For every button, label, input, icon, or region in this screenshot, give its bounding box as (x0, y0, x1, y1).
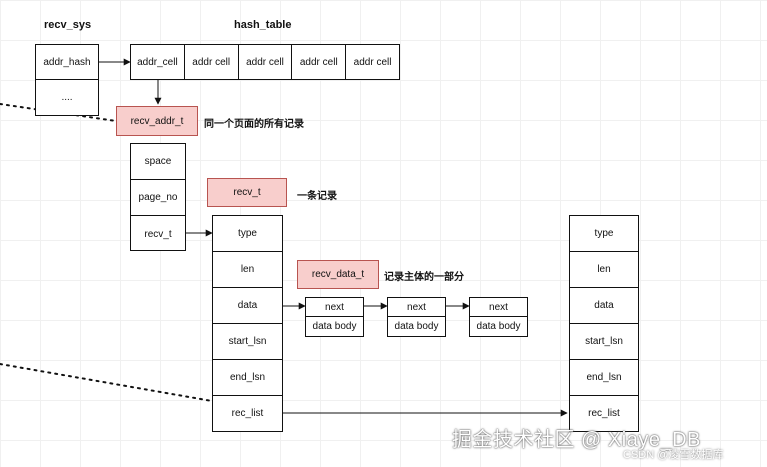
recv-sys-title: recv_sys (44, 19, 92, 31)
space-field: space (131, 144, 185, 180)
hash-table-cell: addr cell (185, 45, 239, 79)
data-body-field: data body (312, 321, 357, 332)
data-body-block: next data body (387, 297, 446, 337)
recv-t-struct: type len data start_lsn end_lsn rec_list (212, 215, 283, 432)
hash-table-cell: addr_cell (131, 45, 185, 79)
len-field: len (570, 252, 638, 288)
rec-list-field: rec_list (588, 408, 620, 419)
hash-table-cell: addr cell (353, 56, 392, 68)
recv-sys-struct: addr_hash .... (35, 44, 99, 116)
next-field: next (388, 298, 445, 317)
recv-addr-t-label: recv_addr_t (116, 106, 198, 136)
hash-table-cell: addr cell (292, 45, 347, 79)
hash-table-cell: addr cell (239, 45, 293, 79)
watermark-sub: CSDN @凌雪数据库 (623, 449, 724, 461)
recv-t-field: recv_t (144, 228, 172, 240)
next-recv-t-struct: type len data start_lsn end_lsn rec_list (569, 215, 639, 432)
recv-data-t-note: 记录主体的一部分 (384, 272, 464, 283)
data-field: data (570, 288, 638, 324)
data-field: data (213, 288, 282, 324)
next-field: next (306, 298, 363, 317)
rec-list-field: rec_list (231, 408, 264, 419)
type-field: type (570, 216, 638, 252)
addr-hash-field: addr_hash (36, 45, 98, 80)
recv-t-label: recv_t (207, 178, 287, 207)
recv-data-t-label: recv_data_t (297, 260, 379, 289)
recv-sys-ellipsis-field: .... (61, 92, 73, 103)
start-lsn-field: start_lsn (213, 324, 282, 360)
hash-table-row: addr_cell addr cell addr cell addr cell … (130, 44, 400, 80)
hash-table-title: hash_table (234, 19, 292, 31)
next-field: next (470, 298, 527, 317)
data-body-block: next data body (305, 297, 364, 337)
len-field: len (213, 252, 282, 288)
data-body-field: data body (476, 321, 521, 332)
data-body-field: data body (394, 321, 439, 332)
watermark-main: 掘金技术社区 @ Xiaye_DB (452, 429, 701, 451)
recv-addr-t-note: 同一个页面的所有记录 (204, 119, 304, 130)
type-field: type (213, 216, 282, 252)
page-no-field: page_no (131, 180, 185, 216)
end-lsn-field: end_lsn (213, 360, 282, 396)
recv-t-note: 一条记录 (297, 191, 337, 202)
data-body-block: next data body (469, 297, 528, 337)
recv-addr-t-struct: space page_no recv_t (130, 143, 186, 251)
start-lsn-field: start_lsn (570, 324, 638, 360)
dotted-guide-bottom (0, 363, 213, 402)
end-lsn-field: end_lsn (570, 360, 638, 396)
